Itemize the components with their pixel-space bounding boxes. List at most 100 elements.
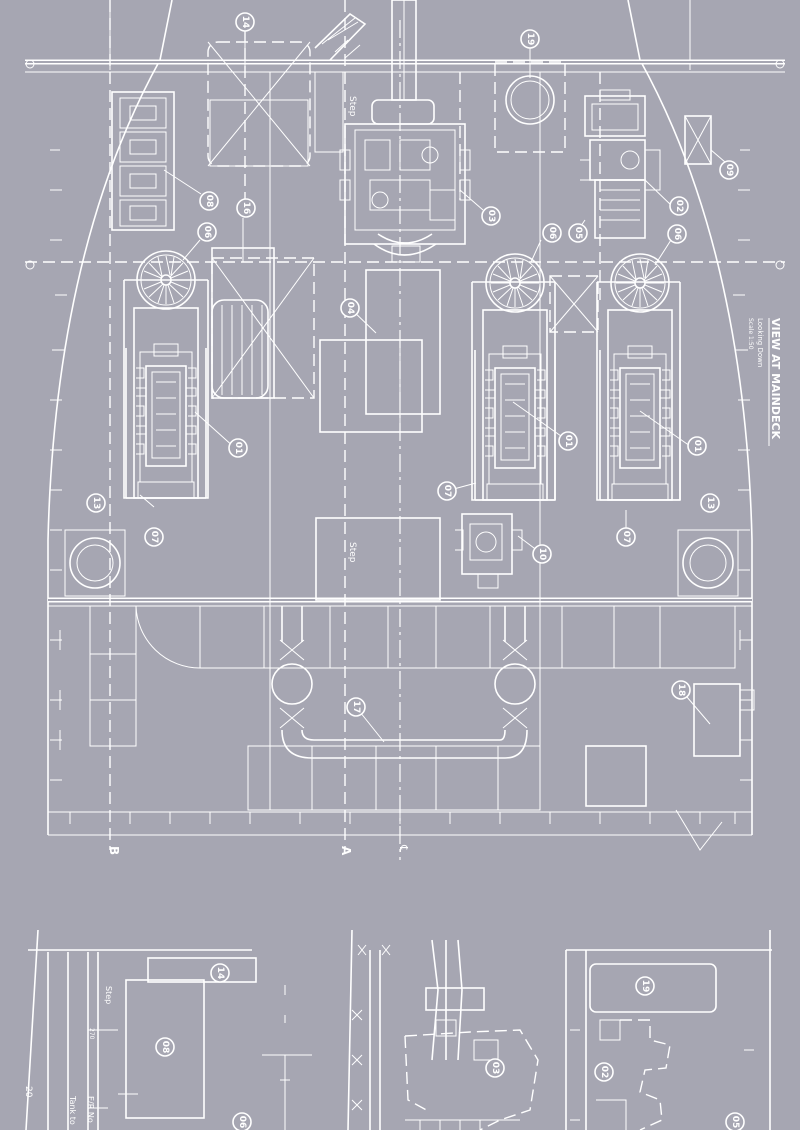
detail-tag-14: 14 bbox=[210, 963, 230, 983]
tag-17: 17 bbox=[346, 697, 366, 717]
svg-text:06: 06 bbox=[202, 226, 212, 239]
piping-17 bbox=[271, 606, 536, 759]
detail-tag-05: 05 bbox=[725, 1112, 745, 1130]
tag-13b: 13 bbox=[700, 493, 720, 513]
step-area-lower bbox=[315, 517, 441, 601]
svg-text:06: 06 bbox=[237, 1116, 247, 1129]
step-label-lower: Step bbox=[347, 542, 357, 563]
svg-text:14: 14 bbox=[215, 967, 225, 980]
detail-tag-08: 08 bbox=[155, 1037, 175, 1057]
hull-outline bbox=[47, 0, 753, 836]
lower-compartments bbox=[89, 605, 755, 851]
svg-text:02: 02 bbox=[674, 200, 684, 213]
fan-center bbox=[485, 253, 545, 313]
svg-text:13: 13 bbox=[91, 497, 101, 510]
section-marker-b: B bbox=[107, 846, 121, 855]
pump-18 bbox=[455, 513, 523, 589]
label-tank-to: Tank to bbox=[68, 1095, 77, 1125]
tank-04 bbox=[319, 269, 441, 433]
tag-06b: 06 bbox=[542, 223, 562, 243]
svg-text:05: 05 bbox=[730, 1116, 740, 1129]
hatch-14 bbox=[207, 30, 311, 200]
frame-gridlines bbox=[109, 0, 601, 860]
view-scale: Scale 1:50 bbox=[747, 318, 754, 350]
tag-13a: 13 bbox=[86, 493, 106, 513]
svg-text:17: 17 bbox=[351, 701, 361, 714]
centerline-symbol: ℄ bbox=[397, 844, 410, 852]
svg-text:03: 03 bbox=[490, 1062, 500, 1075]
detail-middle bbox=[347, 929, 539, 1130]
svg-text:01: 01 bbox=[233, 442, 243, 455]
hatch-center bbox=[211, 257, 315, 399]
detail-step-label: Step bbox=[104, 986, 113, 1004]
svg-text:05: 05 bbox=[573, 227, 583, 240]
svg-text:16: 16 bbox=[241, 202, 251, 215]
tag-02: 02 bbox=[669, 196, 689, 216]
tag-05: 05 bbox=[568, 223, 588, 243]
tag-19: 19 bbox=[520, 29, 540, 49]
fan-right bbox=[610, 253, 670, 313]
dim-20: 20 bbox=[23, 1086, 33, 1098]
view-title-block: VIEW AT MAINDECK Looking Down Scale 1:50 bbox=[747, 318, 782, 446]
engine-right bbox=[596, 281, 681, 501]
svg-text:19: 19 bbox=[640, 980, 650, 993]
tag-06a: 06 bbox=[197, 222, 217, 242]
svg-text:08: 08 bbox=[204, 195, 214, 208]
ladder-top bbox=[314, 12, 367, 61]
tag-07b: 07 bbox=[616, 527, 636, 547]
svg-text:09: 09 bbox=[724, 164, 734, 177]
label-er-no: E/R No bbox=[86, 1096, 95, 1123]
tag-07a: 07 bbox=[144, 527, 164, 547]
duct-top bbox=[391, 0, 417, 101]
tag-03: 03 bbox=[481, 206, 501, 226]
svg-text:13: 13 bbox=[705, 497, 715, 510]
gearbox-03 bbox=[314, 71, 471, 263]
svg-text:01: 01 bbox=[692, 440, 702, 453]
tag-01c: 01 bbox=[687, 436, 707, 456]
step-label-upper: Step bbox=[347, 96, 357, 117]
svg-text:06: 06 bbox=[547, 227, 557, 240]
tag-09: 09 bbox=[719, 160, 739, 180]
svg-text:07: 07 bbox=[442, 485, 452, 498]
svg-text:18: 18 bbox=[676, 684, 686, 697]
svg-text:04: 04 bbox=[345, 302, 355, 315]
section-markers: ℄ B A bbox=[107, 844, 410, 856]
svg-text:01: 01 bbox=[563, 435, 573, 448]
svg-text:08: 08 bbox=[160, 1041, 170, 1054]
detail-tag-19: 19 bbox=[635, 976, 655, 996]
box-09 bbox=[684, 115, 712, 165]
detail-tag-02: 02 bbox=[594, 1062, 614, 1082]
tag-16: 16 bbox=[236, 198, 256, 218]
tag-01b: 01 bbox=[558, 431, 578, 451]
tank-row-left bbox=[111, 91, 175, 231]
detail-left: Step 270 20 E/R No Tank to bbox=[23, 929, 312, 1130]
step-labels: Step Step bbox=[347, 96, 357, 563]
deck-beams bbox=[25, 59, 785, 607]
generator-05 bbox=[580, 89, 661, 239]
tag-07c: 07 bbox=[437, 481, 457, 501]
svg-text:19: 19 bbox=[525, 33, 535, 46]
svg-text:07: 07 bbox=[149, 531, 159, 544]
tag-14: 14 bbox=[235, 12, 255, 32]
section-marker-a: A bbox=[339, 846, 353, 856]
hatch-right bbox=[549, 275, 599, 333]
detail-right bbox=[565, 930, 772, 1130]
svg-text:03: 03 bbox=[486, 210, 496, 223]
svg-text:06: 06 bbox=[672, 228, 682, 241]
view-subtitle: Looking Down bbox=[756, 318, 764, 367]
view-title: VIEW AT MAINDECK bbox=[769, 318, 782, 440]
detail-tag-03: 03 bbox=[485, 1058, 505, 1078]
tag-10: 10 bbox=[532, 544, 552, 564]
leader-lines bbox=[139, 32, 726, 743]
svg-text:02: 02 bbox=[599, 1066, 609, 1079]
tag-06c: 06 bbox=[667, 224, 687, 244]
svg-text:10: 10 bbox=[537, 548, 547, 561]
dim-270: 270 bbox=[88, 1028, 95, 1040]
engine-center bbox=[471, 281, 556, 501]
frame-ticks bbox=[50, 149, 752, 824]
tag-04: 04 bbox=[340, 298, 360, 318]
tag-bubbles: 14 19 08 16 06 03 02 09 05 06 06 04 01 0… bbox=[86, 12, 745, 1130]
svg-text:07: 07 bbox=[621, 531, 631, 544]
svg-text:14: 14 bbox=[240, 16, 250, 29]
